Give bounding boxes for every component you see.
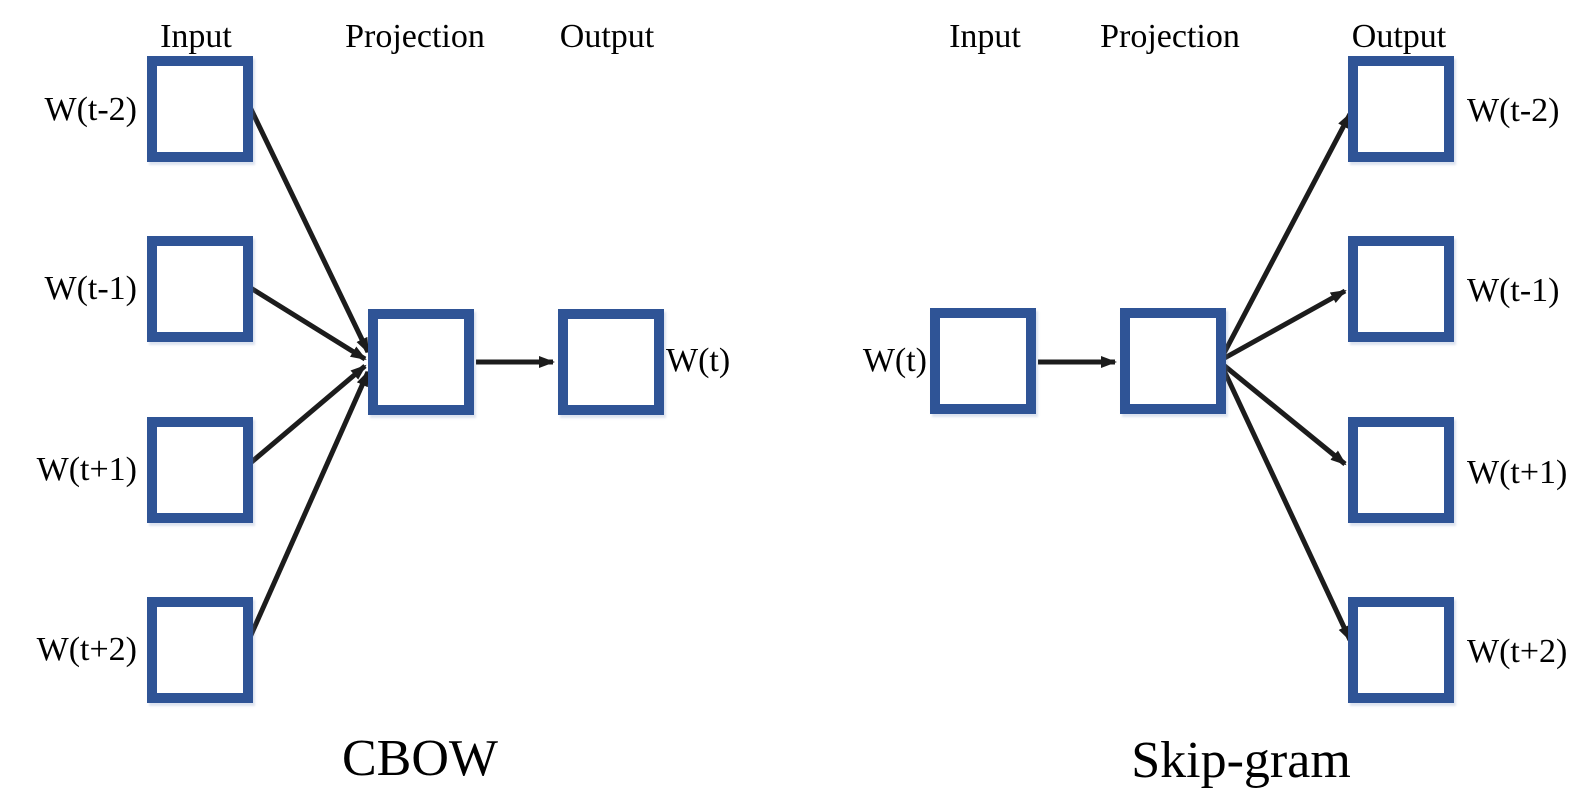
cbow-context-word-label-3: W(t+1) (36, 451, 137, 488)
skipgram-output-node-4 (1348, 597, 1454, 703)
cbow-input-node-2 (147, 236, 253, 342)
cbow-arrow-context2-to-projection (247, 284, 367, 362)
skipgram-title: Skip-gram (1131, 732, 1351, 789)
cbow-projection-column-header: Projection (345, 18, 485, 55)
cbow-input-node-3 (147, 417, 253, 523)
skipgram-input-column-header: Input (949, 18, 1021, 55)
cbow-title: CBOW (342, 730, 498, 787)
cbow-output-column-header: Output (559, 18, 655, 55)
skipgram-output-column-header: Output (1351, 18, 1447, 55)
skipgram-projection-column-header: Projection (1100, 18, 1240, 55)
cbow-projection-node (368, 309, 474, 415)
skipgram-output-node-1 (1348, 56, 1454, 162)
cbow-input-node-1 (147, 56, 253, 162)
skipgram-input-node (930, 308, 1036, 414)
skipgram-arrow-projection-to-context1 (1218, 112, 1353, 361)
skipgram-output-node-2 (1348, 236, 1454, 342)
skipgram-context-word-label-1: W(t-2) (1467, 92, 1560, 129)
cbow-input-column-header: Input (160, 18, 232, 55)
skipgram-arrow-projection-to-context2 (1219, 288, 1347, 363)
cbow-context-word-label-1: W(t-2) (44, 91, 137, 128)
skipgram-output-node-3 (1348, 417, 1454, 523)
skipgram-center-word-label: W(t) (862, 342, 927, 379)
skipgram-context-word-label-2: W(t-1) (1467, 272, 1560, 309)
cbow-center-word-label: W(t) (666, 342, 731, 379)
cbow-context-word-label-4: W(t+2) (36, 631, 137, 668)
skipgram-context-word-label-4: W(t+2) (1467, 633, 1568, 670)
cbow-arrow-context3-to-projection (246, 364, 367, 467)
skipgram-arrow-projection-to-context3 (1219, 361, 1347, 466)
cbow-context-word-label-2: W(t-1) (44, 270, 137, 307)
skipgram-context-word-label-3: W(t+1) (1467, 454, 1568, 491)
cbow-arrow-context1-to-projection (246, 103, 371, 354)
cbow-input-node-4 (147, 597, 253, 703)
cbow-arrow-context4-to-projection (244, 370, 371, 646)
skipgram-projection-node (1120, 308, 1226, 414)
skipgram-arrow-projection-to-context4 (1218, 362, 1353, 642)
cbow-output-node (558, 309, 664, 415)
